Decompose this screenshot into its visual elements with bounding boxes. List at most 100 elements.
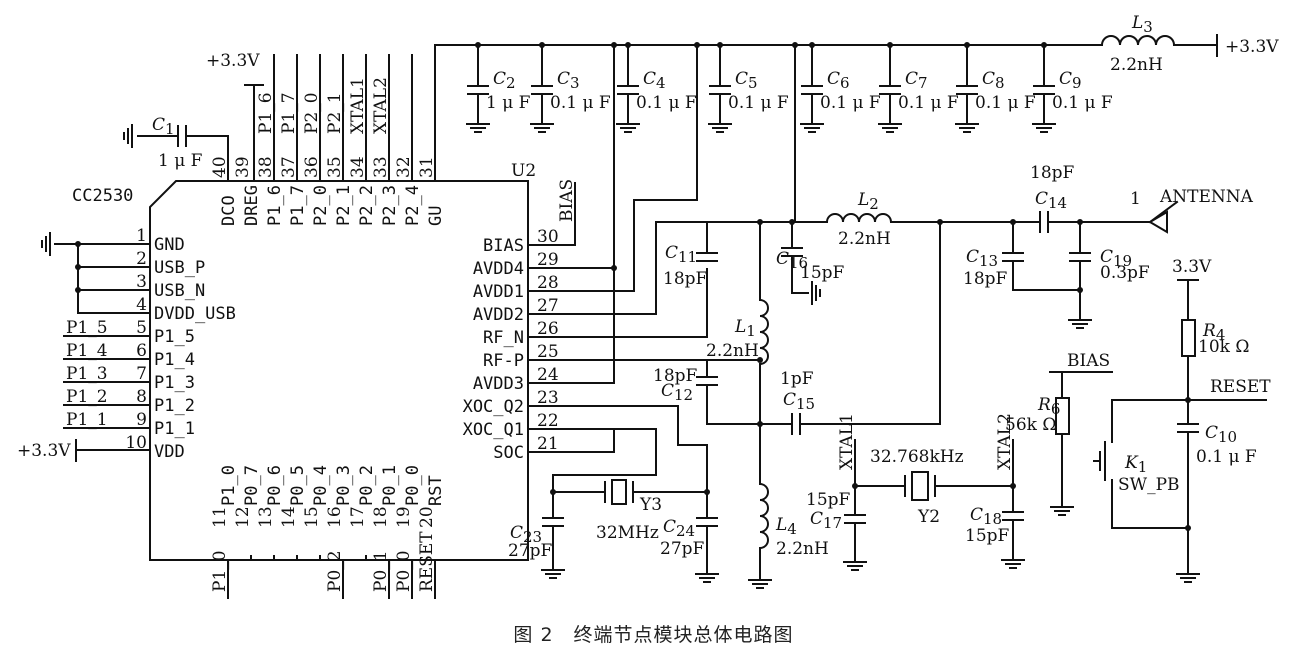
svg-text:10: 10: [125, 433, 147, 453]
svg-text:P0_6: P0_6: [265, 465, 285, 506]
svg-text:C16: C16: [776, 249, 808, 272]
svg-text:P1_5: P1_5: [66, 318, 108, 338]
svg-text:DREG: DREG: [242, 185, 262, 226]
svg-text:37: 37: [279, 156, 299, 178]
svg-text:P0_2: P0_2: [357, 465, 377, 506]
svg-text:SOC: SOC: [493, 443, 524, 463]
svg-text:C23: C23: [510, 523, 542, 546]
svg-text:27pF: 27pF: [660, 539, 705, 559]
svg-text:P1_6: P1_6: [256, 92, 276, 134]
cc2530-chip-body: [149, 180, 529, 561]
svg-text:2.2nH: 2.2nH: [1110, 55, 1163, 75]
svg-text:L4: L4: [775, 515, 797, 538]
capacitor-c3: C30.1 μ F: [530, 42, 611, 133]
svg-text:32.768kHz: 32.768kHz: [870, 447, 964, 467]
svg-text:BIAS: BIAS: [1067, 351, 1110, 371]
svg-text:56k Ω: 56k Ω: [1005, 415, 1056, 435]
svg-text:R6: R6: [1037, 395, 1060, 418]
svg-text:7: 7: [136, 364, 147, 384]
svg-text:P1_0: P1_0: [219, 465, 239, 506]
svg-text:P0_1: P0_1: [371, 550, 391, 592]
pin-26: 26 RF_N: [483, 319, 559, 348]
svg-text:BIAS: BIAS: [483, 236, 524, 256]
svg-text:P0_4: P0_4: [311, 465, 331, 506]
svg-text:C12: C12: [661, 381, 693, 404]
svg-text:RF_N: RF_N: [483, 328, 524, 348]
capacitor-c4: C40.1 μ F: [616, 42, 697, 133]
svg-text:USB_P: USB_P: [154, 258, 205, 278]
bottom-pin-group: 11P1_0P1_012P0_713P0_614P0_515P0_416P0_3…: [210, 465, 446, 599]
rf-labels: C11 18pF C16 15pF L2 2.2nH 18pF C14 1 AN…: [653, 163, 1254, 559]
svg-text:15pF: 15pF: [806, 490, 851, 510]
svg-text:0.1 μ F: 0.1 μ F: [975, 93, 1036, 113]
chip-ref-label: U2: [511, 161, 536, 181]
svg-text:P1_3: P1_3: [154, 373, 195, 393]
svg-text:21: 21: [537, 434, 559, 454]
chip-part-label: CC2530: [72, 186, 133, 206]
svg-text:30: 30: [537, 227, 559, 247]
svg-text:+3.3V: +3.3V: [1225, 37, 1279, 57]
svg-text:10k Ω: 10k Ω: [1198, 337, 1249, 357]
svg-text:1 μ F: 1 μ F: [158, 151, 203, 171]
capacitor-c5: C50.1 μ F: [708, 42, 789, 133]
svg-text:19: 19: [394, 506, 414, 528]
svg-text:RST: RST: [426, 475, 446, 506]
svg-text:P1_2: P1_2: [154, 396, 195, 416]
capacitor-c2: C21 μ F: [466, 42, 531, 133]
capacitor-c7: C70.1 μ F: [878, 42, 959, 133]
svg-text:C14: C14: [1035, 189, 1067, 212]
svg-text:39: 39: [233, 156, 253, 178]
svg-text:26: 26: [537, 319, 559, 339]
svg-text:0.1 μ F: 0.1 μ F: [898, 93, 959, 113]
svg-text:P1_0: P1_0: [210, 550, 230, 592]
svg-text:0.1 μ F: 0.1 μ F: [1196, 447, 1257, 467]
svg-text:3: 3: [136, 272, 147, 292]
svg-text:P1_6: P1_6: [265, 185, 285, 226]
svg-text:P2_1: P2_1: [325, 92, 345, 134]
svg-text:31: 31: [417, 156, 437, 178]
svg-text:9: 9: [136, 410, 147, 430]
dreg-supply: +3.3V: [206, 51, 264, 182]
svg-text:P0_5: P0_5: [288, 465, 308, 506]
svg-text:C19: C19: [1100, 247, 1132, 270]
svg-text:XTAL1: XTAL1: [837, 413, 857, 470]
svg-text:+3.3V: +3.3V: [206, 51, 260, 71]
svg-text:P0_3: P0_3: [334, 465, 354, 506]
svg-text:29: 29: [537, 250, 559, 270]
svg-text:XTAL2: XTAL2: [371, 77, 391, 134]
svg-text:0.1 μ F: 0.1 μ F: [728, 93, 789, 113]
svg-text:14: 14: [279, 506, 299, 528]
svg-text:18pF: 18pF: [653, 366, 698, 386]
svg-text:C2: C2: [493, 69, 516, 92]
svg-text:8: 8: [136, 387, 147, 407]
svg-text:C6: C6: [827, 69, 850, 92]
bias-resistor-r6: BIAS R6 56k Ω: [1005, 351, 1113, 516]
svg-text:15pF: 15pF: [800, 263, 845, 283]
svg-text:3.3V: 3.3V: [1172, 257, 1212, 277]
svg-text:P2_2: P2_2: [357, 185, 377, 226]
svg-text:K1: K1: [1124, 453, 1147, 476]
svg-text:4: 4: [136, 295, 147, 315]
svg-text:C4: C4: [643, 69, 666, 92]
svg-text:27: 27: [537, 296, 559, 316]
pin-30: 30 BIAS: [483, 227, 559, 256]
svg-text:P2_1: P2_1: [334, 185, 354, 226]
svg-text:GU: GU: [426, 206, 446, 226]
svg-text:P1_4: P1_4: [66, 341, 108, 361]
svg-text:USB_N: USB_N: [154, 281, 205, 301]
